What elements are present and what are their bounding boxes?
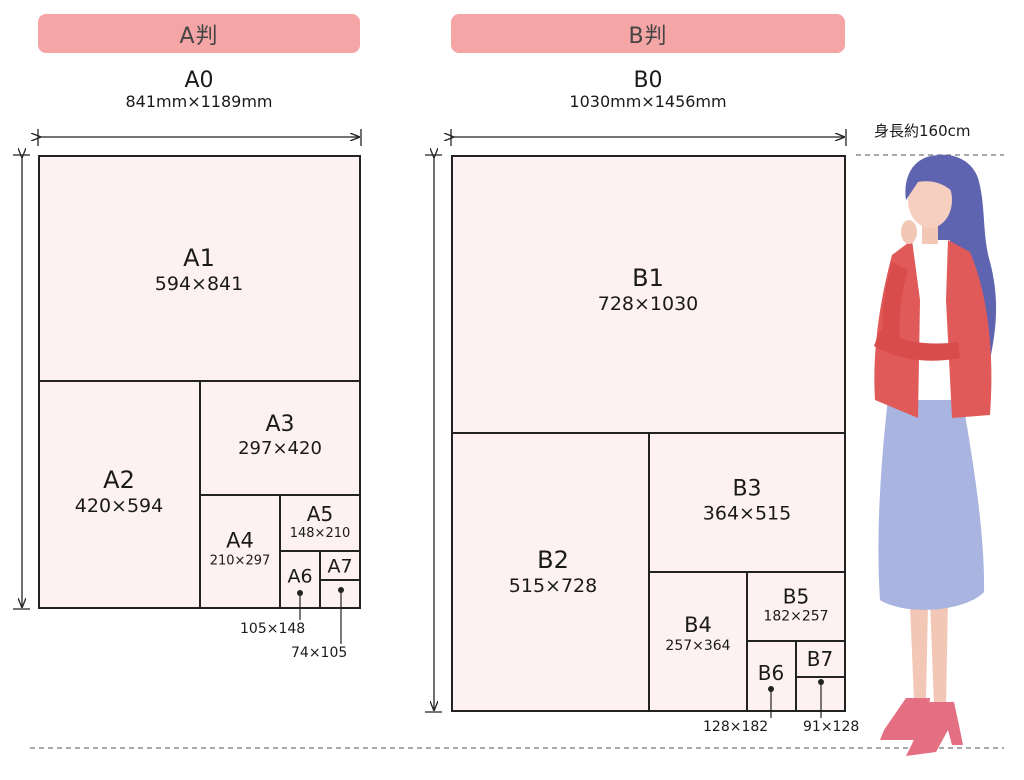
- label-a1: A1 594×841: [155, 244, 243, 296]
- label-a3-size: 297×420: [238, 438, 322, 460]
- a6-leader: [297, 590, 303, 620]
- sheet-b4: [648, 571, 748, 712]
- label-b5: B5 182×257: [763, 585, 828, 626]
- sheet-a2: [38, 380, 201, 609]
- a0-name: A0: [184, 68, 214, 93]
- sheet-a3: [199, 380, 361, 496]
- label-a5-name: A5: [306, 502, 334, 527]
- label-b2: B2 515×728: [509, 546, 597, 598]
- sheet-b1: [451, 155, 846, 434]
- b0-name: B0: [633, 68, 663, 93]
- label-a4-name: A4: [226, 528, 254, 553]
- label-b3: B3 364×515: [703, 476, 791, 525]
- label-b2-size: 515×728: [508, 575, 598, 597]
- label-b5-size: 182×257: [763, 608, 829, 625]
- label-a2: A2 420×594: [75, 466, 163, 518]
- sheet-a1: [38, 155, 361, 382]
- b7-leader: [818, 679, 824, 718]
- label-b3-name: B3: [732, 476, 762, 502]
- label-b2-name: B2: [537, 546, 569, 575]
- a7-leader: [338, 587, 344, 644]
- label-a2-name: A2: [103, 466, 135, 495]
- b0-height-arrow: [425, 155, 442, 713]
- a-series-header: A判: [38, 14, 360, 53]
- sheet-b2: [451, 432, 650, 712]
- label-b4-size: 257×364: [665, 638, 731, 655]
- label-b6-size: 128×182: [703, 719, 769, 735]
- label-a3: A3 297×420: [238, 412, 322, 460]
- label-b4-name: B4: [684, 613, 712, 638]
- label-a2-size: 420×594: [74, 495, 164, 517]
- height-label: 身長約160cm: [874, 122, 971, 140]
- a0-width-arrow: [38, 129, 362, 146]
- label-b7-name: B7: [806, 647, 834, 671]
- label-a7-name: A7: [327, 555, 353, 578]
- sheet-a5: [279, 494, 361, 552]
- label-a6-size: 105×148: [240, 621, 306, 637]
- label-a6-name: A6: [287, 565, 313, 588]
- sheet-b3: [648, 432, 846, 573]
- label-a5: A5 148×210: [290, 502, 351, 542]
- label-b5-name: B5: [782, 584, 810, 609]
- label-b1-size: 728×1030: [597, 293, 699, 315]
- label-a5-size: 148×210: [289, 526, 351, 542]
- label-b1: B1 728×1030: [598, 264, 699, 316]
- label-b3-size: 364×515: [702, 502, 792, 525]
- sheet-b5: [746, 571, 846, 642]
- b0-width-arrow: [451, 129, 847, 146]
- label-a4-size: 210×297: [209, 553, 271, 569]
- label-a3-name: A3: [265, 412, 295, 438]
- b6-leader: [768, 686, 774, 718]
- label-a7-size: 74×105: [291, 645, 348, 661]
- person-illustration: [874, 154, 997, 756]
- a0-dimension: A0 841mm×1189mm: [38, 68, 360, 112]
- a0-size: 841mm×1189mm: [125, 92, 273, 112]
- label-a4: A4 210×297: [210, 529, 271, 570]
- sheet-a8-area: [319, 579, 361, 609]
- label-a1-size: 594×841: [154, 273, 244, 295]
- b0-size: 1030mm×1456mm: [569, 92, 727, 112]
- label-b4: B4 257×364: [665, 613, 730, 655]
- label-b6-name: B6: [757, 661, 785, 685]
- a0-height-arrow: [13, 155, 30, 610]
- label-a1-name: A1: [183, 244, 215, 273]
- b-series-header: B判: [451, 14, 845, 53]
- label-b7-size: 91×128: [803, 719, 860, 735]
- label-b1-name: B1: [632, 264, 664, 293]
- b0-dimension: B0 1030mm×1456mm: [451, 68, 845, 112]
